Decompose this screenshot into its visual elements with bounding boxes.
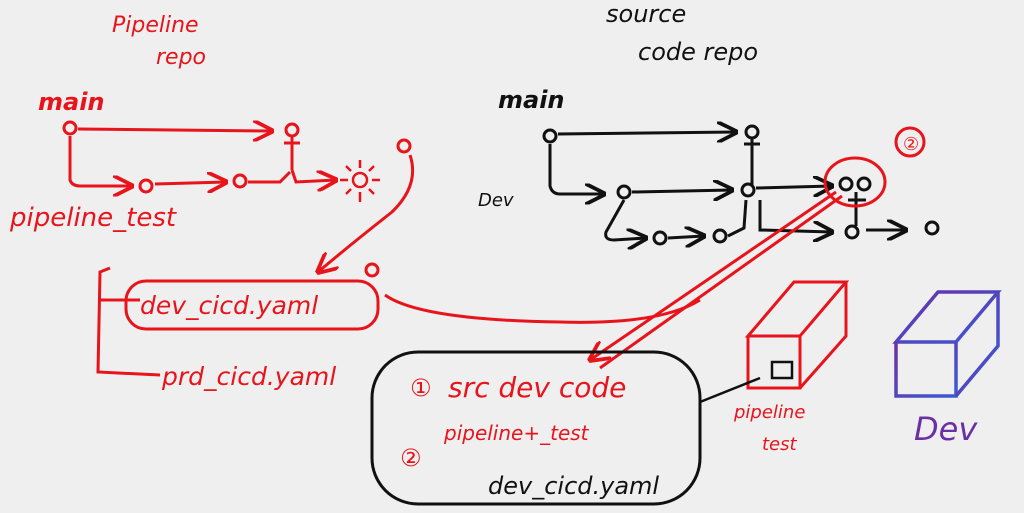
pipeline-main-commit: [64, 122, 76, 134]
pipeline-repo-title: Pipeline: [112, 13, 199, 38]
pipeline-test-box-label: pipeline: [733, 402, 805, 423]
source-dev-merge-commit: [840, 178, 870, 226]
source-feature-commit-2: [714, 230, 726, 242]
pipeline-test-arrow-2: [292, 170, 336, 182]
source-dev-branch-label: Dev: [478, 190, 514, 211]
pipeline-test-commit-2: [234, 175, 246, 187]
source-feature-commit-4: [926, 222, 938, 234]
source-dev-branch-line: [550, 144, 604, 194]
connectors-group: ②: [385, 128, 924, 368]
pipeline-repo-group: Pipeline repo main pipeline_test: [9, 13, 413, 391]
pipeline-main-branch-label: main: [38, 88, 105, 116]
source-main-commit: [544, 130, 556, 142]
summary-step1-sub: pipeline+_test: [443, 421, 590, 445]
dev-environment-label: Dev: [914, 410, 978, 448]
summary-box-group: ① src dev code pipeline+_test ② dev_cicd…: [372, 352, 700, 504]
source-dev-arrow-1: [632, 190, 732, 192]
source-feature-to-dev-arrow: [728, 200, 746, 236]
source-feature-commit-3: [846, 226, 858, 238]
source-dev-arrow-2: [756, 186, 832, 188]
summary-step1-marker: ①: [410, 374, 432, 402]
source-feature-branch-line: [606, 200, 646, 240]
dev-yaml-label: dev_cicd.yaml: [140, 291, 318, 320]
dev-environment-box: [896, 292, 998, 396]
pipeline-test-box-label-line2: test: [762, 434, 798, 455]
source-feature-arrow-1: [668, 236, 704, 238]
pipeline-test-to-main-arrow: [248, 172, 290, 182]
pipeline-test-commit-1: [140, 180, 152, 192]
source-main-branch-label: main: [498, 86, 565, 114]
summary-step2-text: dev_cicd.yaml: [488, 472, 659, 500]
summary-step2-marker: ②: [400, 444, 422, 472]
source-main-arrow: [558, 132, 736, 134]
source-feature-commit-1: [654, 232, 666, 244]
prd-yaml-label: prd_cicd.yaml: [161, 362, 336, 391]
pipeline-repo-title-line2: repo: [156, 45, 206, 70]
source-main-merge-commit: [744, 126, 760, 186]
pipeline-test-branch-line: [70, 136, 132, 186]
pipeline-marker-dot: [398, 140, 410, 152]
callout-badge-2: ②: [903, 134, 919, 155]
pipeline-main-merge-commit: [284, 124, 300, 170]
pipeline-test-new-commit: [340, 160, 380, 202]
source-repo-title: source: [606, 0, 686, 28]
pipeline-test-branch-label: pipeline_test: [9, 203, 177, 233]
source-repo-group: source code repo main Dev: [478, 0, 938, 244]
source-dev-commit-1: [618, 186, 630, 198]
pipeline-test-box: [700, 282, 846, 402]
dev-yaml-marker-dot: [366, 264, 378, 276]
summary-step1-text: src dev code: [448, 371, 626, 404]
pipeline-to-devyaml-arrow: [318, 155, 413, 272]
pipeline-main-arrow: [78, 129, 272, 131]
source-repo-title-line2: code repo: [638, 38, 758, 66]
source-dev-commit-2: [742, 184, 754, 196]
pipeline-test-arrow-1: [155, 182, 226, 184]
